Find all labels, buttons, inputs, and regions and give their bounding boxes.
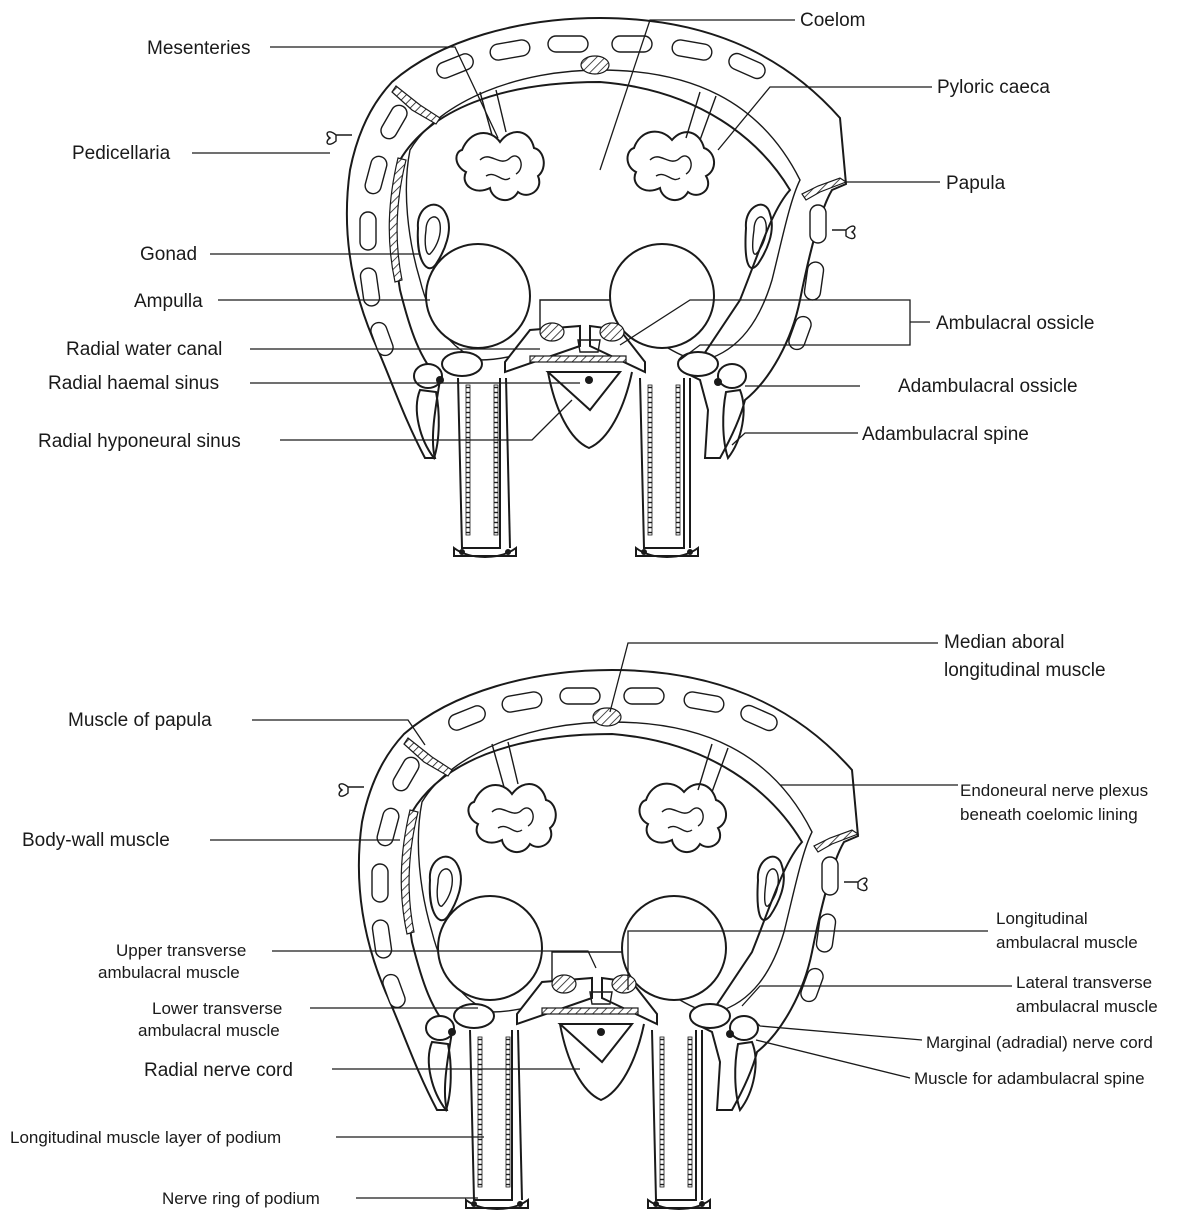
label-longitudinal-amb-2: ambulacral muscle	[996, 933, 1138, 952]
label-endoneural-1: Endoneural nerve plexus	[960, 781, 1148, 800]
upper-diagram: Coelom Mesenteries Pyloric caeca Pedicel…	[38, 10, 1094, 557]
label-lower-transverse-1: Lower transverse	[152, 999, 282, 1018]
label-upper-transverse-1: Upper transverse	[116, 941, 246, 960]
label-coelom: Coelom	[800, 10, 865, 31]
label-ampulla: Ampulla	[134, 291, 203, 312]
label-radial-water-canal: Radial water canal	[66, 339, 222, 360]
lower-diagram: Median aboral longitudinal muscle Muscle…	[10, 632, 1158, 1209]
label-radial-nerve-cord: Radial nerve cord	[144, 1060, 293, 1081]
label-lateral-transverse-1: Lateral transverse	[1016, 973, 1152, 992]
label-nerve-ring-podium: Nerve ring of podium	[162, 1189, 320, 1208]
label-gonad: Gonad	[140, 244, 197, 265]
label-pyloric-caeca: Pyloric caeca	[937, 77, 1050, 98]
label-muscle-of-papula: Muscle of papula	[68, 710, 212, 731]
upper-arm-section	[327, 18, 855, 557]
label-adambulacral-spine: Adambulacral spine	[862, 424, 1029, 445]
label-marginal-nerve-cord: Marginal (adradial) nerve cord	[926, 1033, 1153, 1052]
label-upper-transverse-2: ambulacral muscle	[98, 963, 240, 982]
lower-arm-section	[339, 670, 867, 1209]
label-endoneural-2: beneath coelomic lining	[960, 805, 1138, 824]
label-mesenteries: Mesenteries	[147, 38, 251, 59]
label-adambulacral-ossicle: Adambulacral ossicle	[898, 376, 1078, 397]
label-pedicellaria: Pedicellaria	[72, 143, 171, 164]
label-median-aboral-2: longitudinal muscle	[944, 660, 1106, 681]
label-median-aboral-1: Median aboral	[944, 632, 1064, 653]
label-ambulacral-ossicle: Ambulacral ossicle	[936, 313, 1094, 334]
label-lateral-transverse-2: ambulacral muscle	[1016, 997, 1158, 1016]
label-papula: Papula	[946, 173, 1006, 194]
label-lower-transverse-2: ambulacral muscle	[138, 1021, 280, 1040]
label-muscle-adambulacral-spine: Muscle for adambulacral spine	[914, 1069, 1145, 1088]
label-radial-hyponeural-sinus: Radial hyponeural sinus	[38, 431, 241, 452]
label-longitudinal-muscle-podium: Longitudinal muscle layer of podium	[10, 1128, 281, 1147]
label-longitudinal-amb-1: Longitudinal	[996, 909, 1088, 928]
label-radial-haemal-sinus: Radial haemal sinus	[48, 373, 219, 394]
label-body-wall-muscle: Body-wall muscle	[22, 830, 170, 851]
